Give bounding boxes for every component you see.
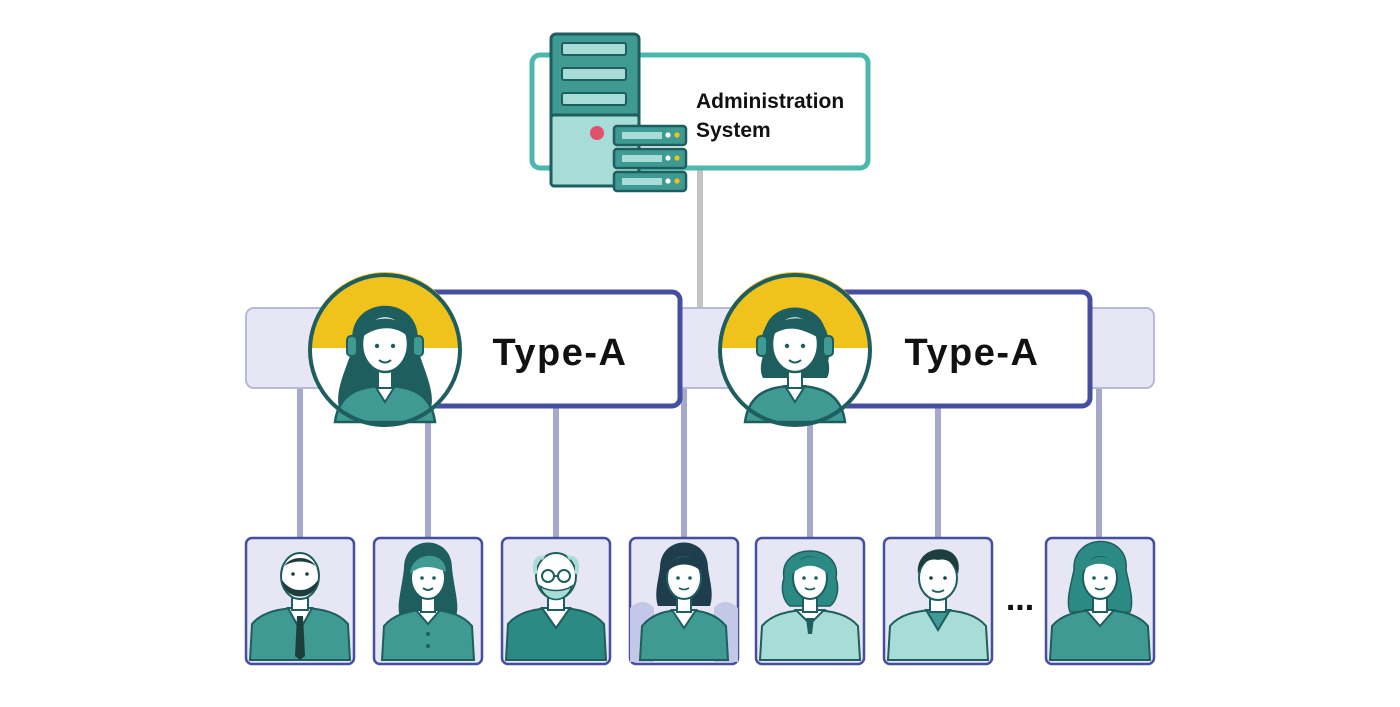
person-card-2 (372, 536, 484, 666)
person-card-7 (1044, 536, 1156, 666)
person-card-1 (244, 536, 356, 666)
type-a-group-2: Type-A (718, 272, 1093, 427)
person-connectors (297, 388, 1102, 538)
person-card-4 (628, 536, 740, 666)
admin-system-label-line2: System (696, 119, 771, 142)
agent-avatar-1 (308, 272, 462, 427)
person-card-6 (882, 536, 994, 666)
person-card-5 (754, 536, 866, 666)
admin-system-label-line1: Administration (696, 90, 844, 113)
admin-system: Administration System (529, 32, 871, 193)
server-icon (549, 32, 688, 193)
type-a-label-2: Type-A (905, 332, 1040, 374)
agent-avatar-2 (718, 272, 872, 427)
type-a-label-1: Type-A (493, 332, 628, 374)
person-card-3 (500, 536, 612, 666)
more-indicator: ... (1006, 580, 1034, 618)
type-a-group-1: Type-A (308, 272, 683, 427)
